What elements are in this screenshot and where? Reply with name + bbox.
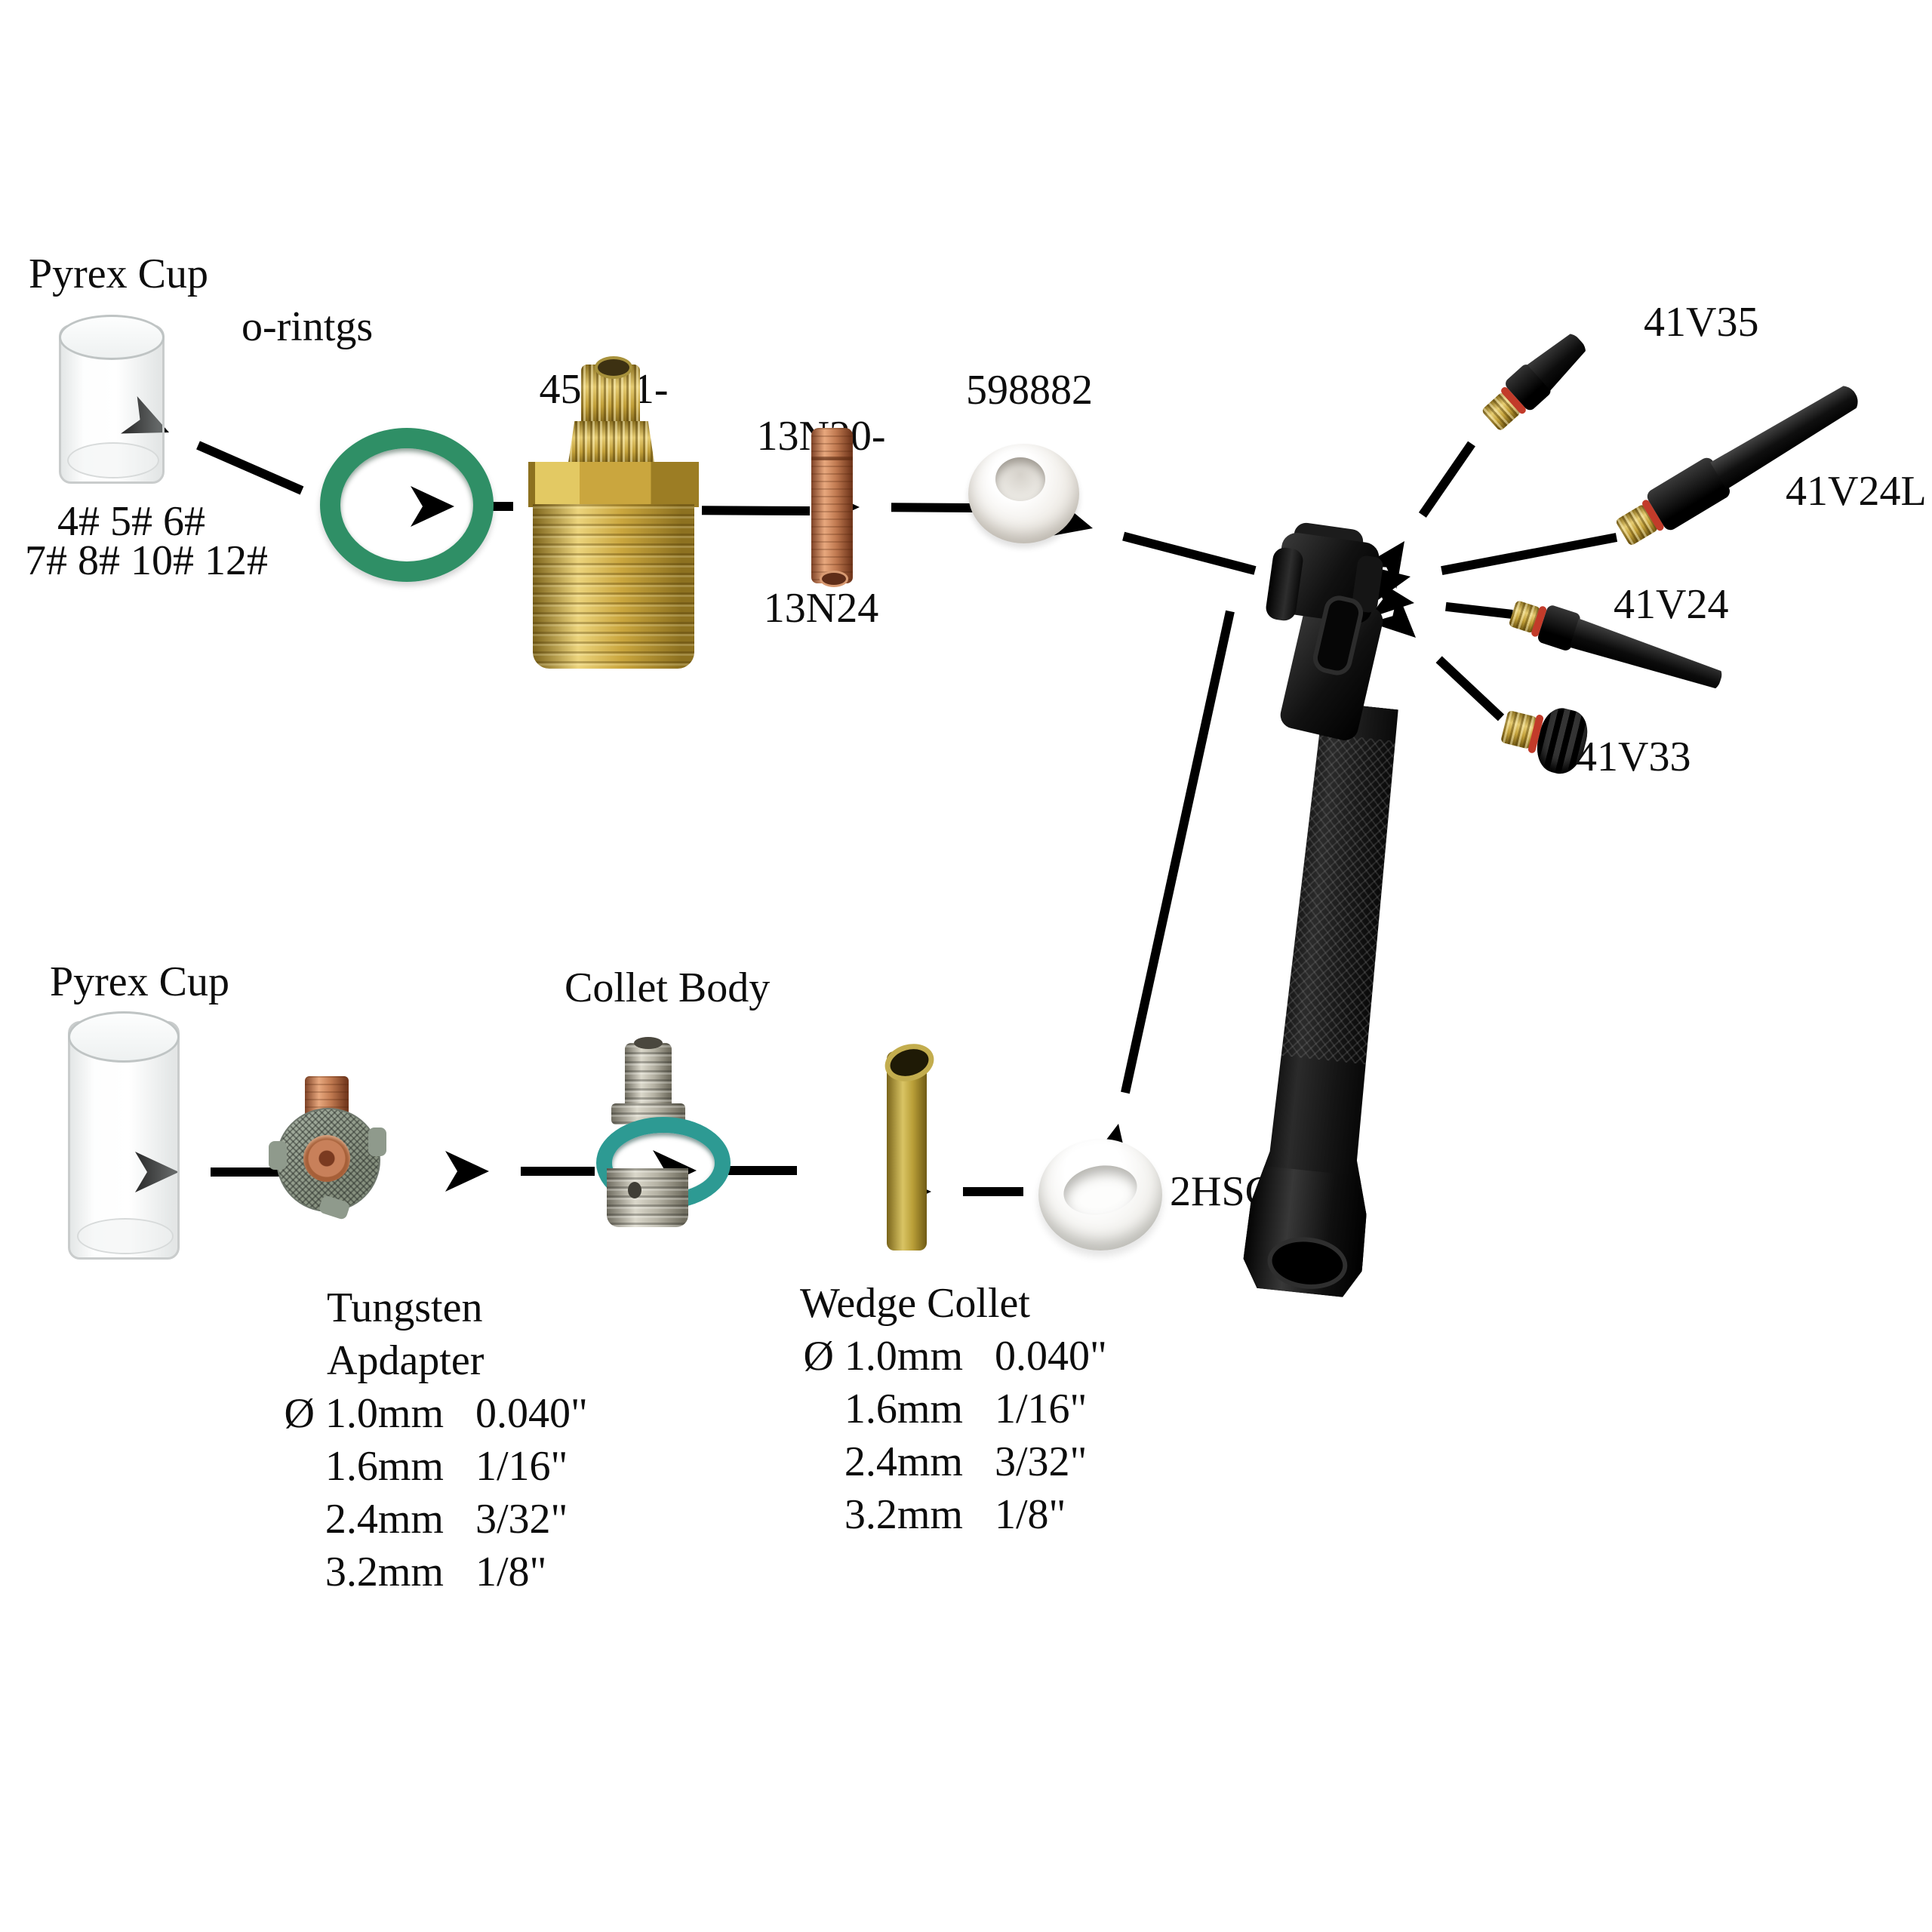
metric-size: Ø 1.0mm — [803, 1333, 963, 1380]
arrow-shaft — [1435, 656, 1505, 721]
brass-adapter-body — [533, 504, 694, 669]
size-table-row: 1.6mm 1/16" — [789, 1383, 1107, 1435]
cup-base — [76, 1218, 174, 1254]
wedge-collet-image — [887, 1051, 927, 1251]
cup-rim — [59, 315, 165, 360]
collet-body-label: Collet Body — [565, 964, 771, 1011]
collet-body-vent-hole — [628, 1182, 641, 1198]
size-table-row: 2.4mm 3/32" — [789, 1435, 1107, 1488]
size-table-row: 1.6mm 1/16" — [270, 1440, 588, 1493]
arrow-head — [1370, 592, 1416, 638]
green-oring-image — [320, 428, 494, 582]
ceramic-insulator-image — [968, 444, 1079, 543]
size-table-title: Wedge Collet — [800, 1280, 1030, 1327]
brass-adapter-hex — [528, 462, 699, 507]
metric-size: 1.6mm — [844, 1386, 963, 1432]
imperial-size: 1/16" — [995, 1386, 1088, 1432]
copper-collet-image — [811, 428, 853, 583]
tungsten-adapter-copper-ring — [303, 1135, 350, 1182]
hsgs-washer-hole — [1060, 1159, 1141, 1221]
imperial-size: 0.040" — [475, 1390, 588, 1437]
ceramic-insulator-hole — [995, 457, 1045, 501]
imperial-size: 0.040" — [995, 1333, 1107, 1380]
pyrex-cup-top-image — [59, 315, 165, 484]
metric-size: 2.4mm — [844, 1438, 963, 1485]
arrow-shaft — [1441, 533, 1618, 576]
tungsten-adapter-lug-right — [368, 1128, 386, 1156]
cup-sizes-line2: 7# 8# 10# 12# — [25, 537, 268, 584]
ceramic-insulator-label: 598882 — [966, 367, 1093, 414]
metric-size: 3.2mm — [844, 1491, 963, 1538]
back-cap-41v24-label: 41V24 — [1614, 581, 1729, 628]
metric-size: 2.4mm — [325, 1496, 444, 1543]
collet-body-base — [607, 1168, 688, 1227]
size-table-row: 3.2mm 1/8" — [789, 1488, 1107, 1541]
arrow-shaft — [1122, 531, 1257, 575]
size-table-row: 3.2mm 1/8" — [270, 1546, 588, 1598]
arrow-shaft — [1121, 610, 1235, 1094]
metric-size: 1.6mm — [325, 1443, 444, 1490]
imperial-size: 1/16" — [475, 1443, 568, 1490]
pyrex-cup-bottom-image — [68, 1011, 180, 1260]
pyrex-cup-top-label: Pyrex Cup — [29, 251, 208, 297]
metric-size: Ø 1.0mm — [284, 1390, 444, 1437]
pyrex-cup-bottom-label: Pyrex Cup — [50, 958, 229, 1005]
imperial-size: 3/32" — [995, 1438, 1088, 1485]
arrow-shaft — [701, 506, 811, 515]
hsgs-washer-image — [1038, 1139, 1162, 1251]
size-table-row: Ø 1.0mm 0.040" — [270, 1387, 588, 1440]
back-cap-41v35-label: 41V35 — [1644, 299, 1759, 346]
back-cap-41v24l-label: 41V24L — [1786, 468, 1927, 515]
arrow-head — [445, 1151, 489, 1192]
cup-base — [67, 442, 159, 478]
orings-label: o-rintgs — [242, 303, 374, 350]
imperial-size: 1/8" — [475, 1549, 547, 1595]
imperial-size: 1/8" — [995, 1491, 1066, 1538]
cup-rim — [68, 1011, 180, 1063]
arrow-shaft — [891, 503, 977, 512]
size-table-row: Ø 1.0mm 0.040" — [789, 1330, 1107, 1383]
size-table-title: Tungsten — [327, 1284, 483, 1331]
tungsten-adapter-lug-left — [269, 1141, 287, 1170]
copper-collet-slot — [820, 571, 848, 587]
arrow-shaft — [196, 441, 304, 495]
size-table-row: 2.4mm 3/32" — [270, 1493, 588, 1546]
copper-collet-capline — [811, 457, 853, 460]
collet-body-thread — [625, 1043, 672, 1109]
arrow-shaft — [1418, 441, 1475, 518]
size-table-title: Apdapter — [327, 1337, 485, 1384]
back-cap-41v33-label: 41V33 — [1576, 734, 1691, 780]
brass-adapter-neck — [568, 421, 655, 468]
brass-adapter-bore — [595, 356, 632, 379]
arrow-shaft — [1445, 601, 1513, 619]
collet-body-bore — [634, 1037, 663, 1049]
cup-sizes-line1: 4# 5# 6# — [57, 498, 205, 545]
imperial-size: 3/32" — [475, 1496, 568, 1543]
copper-collet-label-line2: 13N24 — [763, 585, 879, 632]
metric-size: 3.2mm — [325, 1549, 444, 1595]
